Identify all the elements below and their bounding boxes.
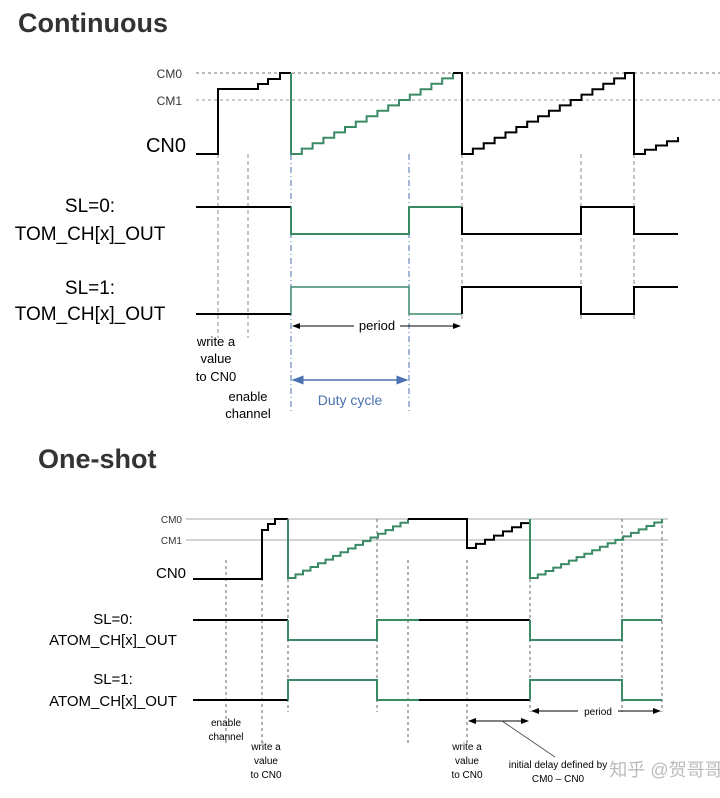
cn0-wave — [453, 72, 679, 155]
sl1-out-label: TOM_CH[x]_OUT — [15, 304, 166, 325]
os-write1-1: write a — [250, 742, 281, 753]
os-write2-1: write a — [451, 742, 482, 753]
os-initial-delay-leader — [501, 720, 556, 758]
os-cm1-label: CM1 — [161, 536, 183, 547]
sl1-label: SL=1: — [65, 278, 115, 299]
sl0-wave-green — [290, 206, 462, 235]
write-label-3: to CN0 — [196, 369, 236, 384]
watermark: 知乎 @贺哥哥 — [609, 760, 720, 780]
os-sl1-wave-green — [529, 679, 662, 701]
write-label-2: value — [200, 351, 231, 366]
os-cn0-wave — [408, 518, 531, 549]
sl1-wave — [461, 286, 678, 315]
os-cm0-label: CM0 — [161, 515, 183, 526]
os-write2-3: to CN0 — [451, 770, 483, 781]
oneshot-title: One-shot — [38, 444, 157, 474]
os-initial-2: CM0 – CN0 — [532, 774, 585, 785]
continuous-title: Continuous — [18, 8, 168, 38]
enable-label-1: enable — [228, 389, 267, 404]
duty-cycle-label: Duty cycle — [318, 392, 383, 408]
os-enable-label-1: enable — [211, 718, 241, 729]
os-sl1-out-label: ATOM_CH[x]_OUT — [49, 693, 177, 710]
os-sl0-wave-green — [529, 619, 662, 641]
os-sl0-wave-green — [287, 619, 419, 641]
os-period-label: period — [584, 707, 612, 718]
os-cn0-label: CN0 — [156, 565, 186, 582]
enable-label-2: channel — [225, 406, 271, 421]
sl0-wave — [461, 206, 678, 235]
os-cn0-wave-green — [529, 519, 663, 579]
os-enable-label-2: channel — [208, 732, 243, 743]
os-write2-2: value — [455, 756, 479, 767]
write-label-1: write a — [196, 334, 236, 349]
period-label: period — [359, 318, 395, 333]
os-cn0-wave-green — [287, 519, 409, 579]
sl1-wave-green — [290, 286, 462, 315]
os-write1-2: value — [254, 756, 278, 767]
cn0-wave-green — [290, 73, 454, 155]
cm0-label: CM0 — [157, 67, 183, 81]
os-initial-1: initial delay defined by — [509, 760, 607, 771]
sl0-label: SL=0: — [65, 196, 115, 217]
cm1-label: CM1 — [157, 94, 183, 108]
os-sl1-label: SL=1: — [93, 671, 133, 688]
cn0-label: CN0 — [146, 135, 186, 157]
os-cn0-wave — [193, 518, 288, 580]
os-write1-3: to CN0 — [250, 770, 282, 781]
os-sl0-label: SL=0: — [93, 611, 133, 628]
os-sl1-wave-green — [287, 679, 419, 701]
cn0-wave — [196, 72, 291, 155]
sl0-out-label: TOM_CH[x]_OUT — [15, 224, 166, 245]
os-sl0-out-label: ATOM_CH[x]_OUT — [49, 632, 177, 649]
